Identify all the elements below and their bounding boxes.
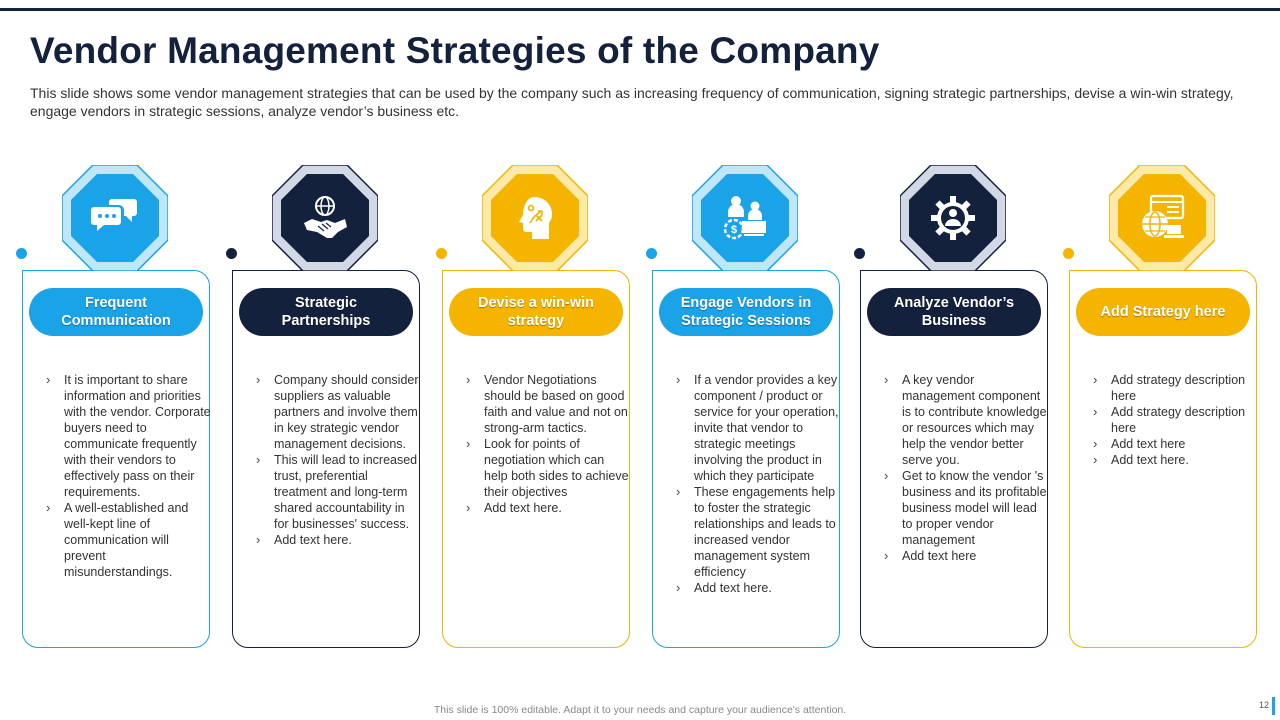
business-meeting-icon: $: [723, 196, 766, 240]
strategy-badge: [62, 165, 168, 271]
bullet-item: Add text here.: [676, 580, 841, 596]
gear-person-icon: [931, 196, 975, 240]
svg-text:$: $: [731, 224, 737, 236]
strategy-badge: [482, 165, 588, 271]
chat-bubbles-icon: [91, 199, 137, 231]
globe-handshake-icon: [304, 196, 347, 238]
strategy-column-add-strategy: Add Strategy here Add strategy descripti…: [1063, 160, 1264, 655]
bullet-item: Vendor Negotiations should be based on g…: [466, 372, 631, 436]
strategy-heading-pill: Devise a win-win strategy: [449, 288, 623, 336]
card-dot: [646, 248, 657, 259]
strategy-column-analyze-business: Analyze Vendor’s Business A key vendor m…: [854, 160, 1055, 655]
strategy-bullets: Vendor Negotiations should be based on g…: [466, 372, 631, 516]
top-rule: [0, 8, 1280, 11]
web-globe-laptop-icon: [1142, 194, 1185, 238]
bullet-item: It is important to share information and…: [46, 372, 211, 500]
strategy-badge: [900, 165, 1006, 271]
bullet-item: These engagements help to foster the str…: [676, 484, 841, 580]
bullet-item: Company should consider suppliers as val…: [256, 372, 421, 452]
bullet-item: Get to know the vendor 's business and i…: [884, 468, 1049, 548]
bullet-item: A well-established and well-kept line of…: [46, 500, 211, 580]
bullet-item: If a vendor provides a key component / p…: [676, 372, 841, 484]
card-dot: [226, 248, 237, 259]
strategy-badge: $: [692, 165, 798, 271]
strategy-heading-pill: Analyze Vendor’s Business: [867, 288, 1041, 336]
strategy-heading-pill: Strategic Partnerships: [239, 288, 413, 336]
bullet-item: Add text here: [884, 548, 1049, 564]
strategy-heading-pill: Add Strategy here: [1076, 288, 1250, 336]
strategy-badge: [1109, 165, 1215, 271]
bullet-item: Add text here.: [466, 500, 631, 516]
card-dot: [854, 248, 865, 259]
page-title: Vendor Management Strategies of the Comp…: [30, 30, 880, 71]
strategy-heading-pill: Engage Vendors in Strategic Sessions: [659, 288, 833, 336]
strategy-heading-pill: Frequent Communication: [29, 288, 203, 336]
strategy-column-strategic-partnerships: Strategic Partnerships Company should co…: [226, 160, 427, 655]
page-number-accent-bar: [1272, 697, 1275, 715]
head-strategy-icon: [519, 197, 552, 239]
card-dot: [1063, 248, 1074, 259]
strategy-bullets: Add strategy description here Add strate…: [1093, 372, 1258, 468]
card-dot: [16, 248, 27, 259]
bullet-item: Add text here.: [256, 532, 421, 548]
slide-footer-note: This slide is 100% editable. Adapt it to…: [433, 704, 847, 716]
bullet-item: This will lead to increased trust, prefe…: [256, 452, 421, 532]
page-number: 12: [1259, 700, 1270, 710]
strategy-column-engage-vendors: $ Engage Vendors in Strategic Sessions I…: [646, 160, 847, 655]
bullet-item: Add strategy description here: [1093, 404, 1258, 436]
page-subtitle: This slide shows some vendor management …: [30, 85, 1234, 119]
bullet-item: Add strategy description here: [1093, 372, 1258, 404]
bullet-item: Add text here: [1093, 436, 1258, 452]
strategy-badge: [272, 165, 378, 271]
strategy-bullets: It is important to share information and…: [46, 372, 211, 580]
strategy-bullets: If a vendor provides a key component / p…: [676, 372, 841, 596]
card-dot: [436, 248, 447, 259]
strategy-bullets: A key vendor management component is to …: [884, 372, 1049, 564]
bullet-item: Add text here.: [1093, 452, 1258, 468]
strategy-column-win-win-strategy: Devise a win-win strategy Vendor Negotia…: [436, 160, 637, 655]
bullet-item: A key vendor management component is to …: [884, 372, 1049, 468]
strategy-bullets: Company should consider suppliers as val…: [256, 372, 421, 548]
bullet-item: Look for points of negotiation which can…: [466, 436, 631, 500]
strategy-column-frequent-communication: Frequent Communication It is important t…: [16, 160, 217, 655]
